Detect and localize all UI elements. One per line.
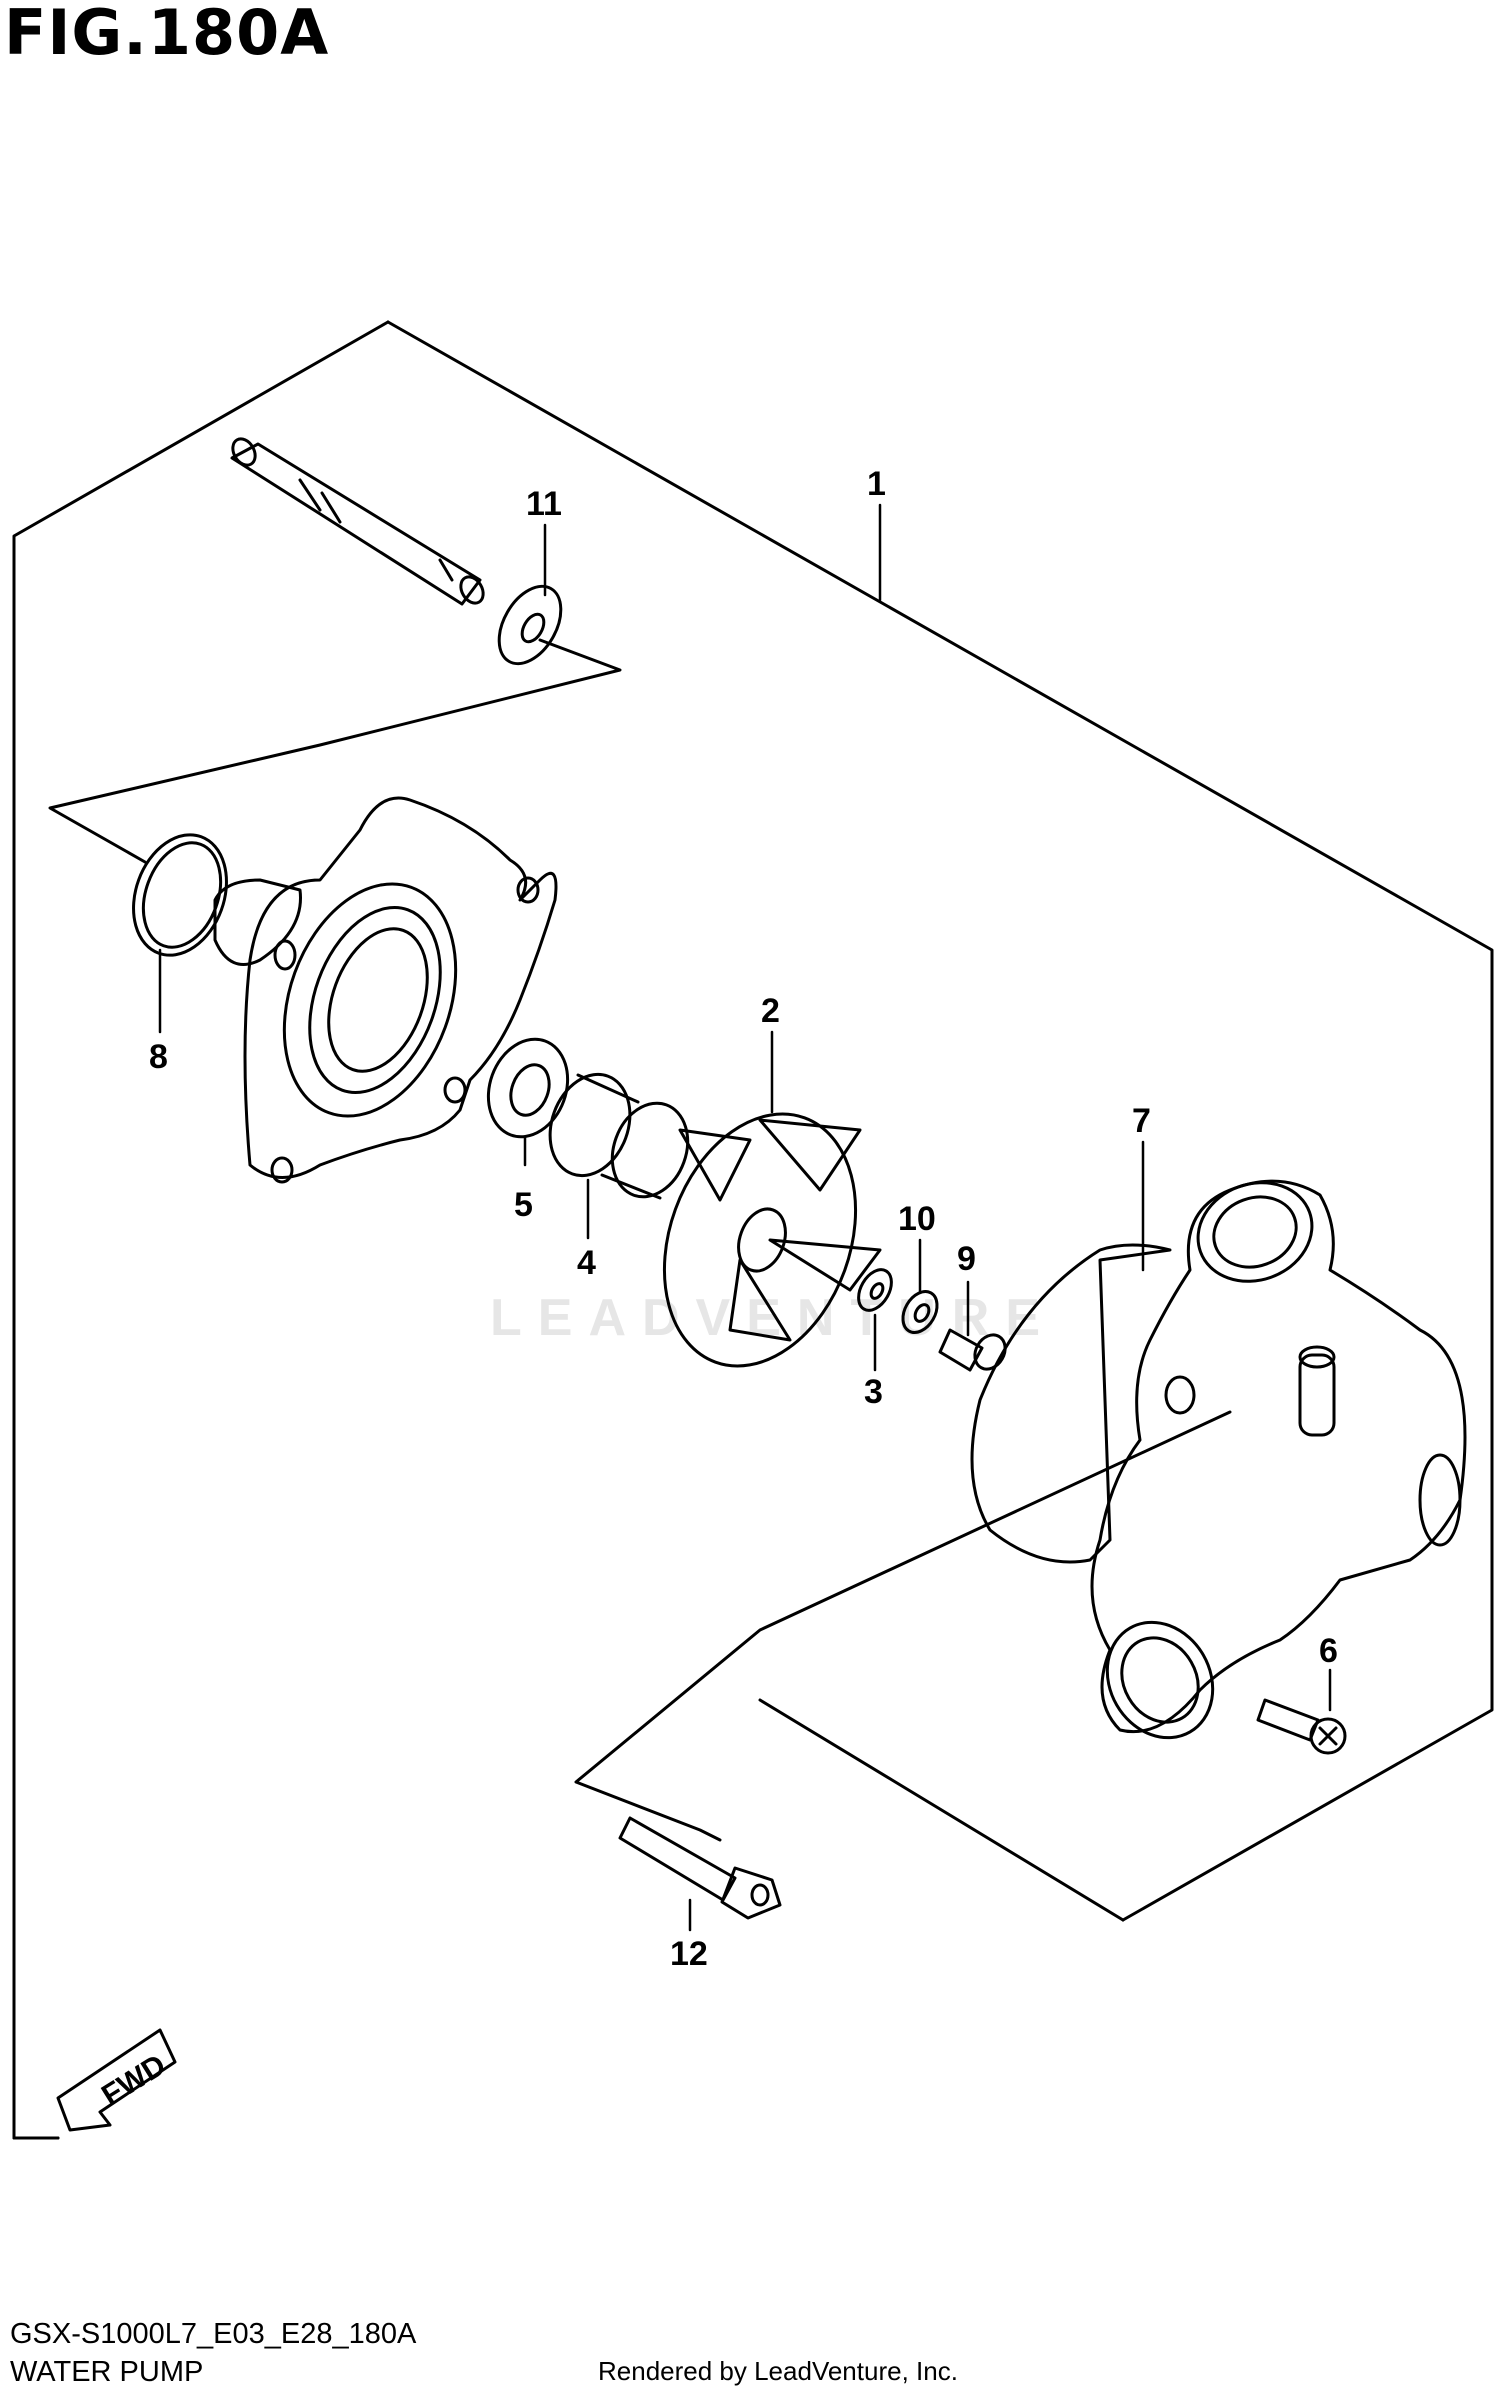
impeller bbox=[662, 1112, 882, 1368]
render-credit: Rendered by LeadVenture, Inc. bbox=[598, 2356, 958, 2386]
figure-code: GSX-S1000L7_E03_E28_180A bbox=[10, 2318, 417, 2350]
callout-leaders bbox=[158, 503, 1332, 1932]
o-ring bbox=[132, 833, 228, 957]
callout-9: 9 bbox=[957, 1240, 976, 1278]
long-bolt bbox=[618, 1816, 782, 1920]
pump-bearing bbox=[486, 1037, 570, 1139]
assembly-outline bbox=[12, 320, 1494, 2140]
pump-cover bbox=[1090, 1179, 1467, 1740]
impeller-washer bbox=[857, 1268, 893, 1312]
callout-6: 6 bbox=[1319, 1632, 1338, 1670]
shaft-washer bbox=[497, 584, 563, 666]
callout-4: 4 bbox=[577, 1244, 596, 1282]
callout-5: 5 bbox=[514, 1186, 533, 1224]
figure-title: FIG.180A bbox=[4, 0, 330, 69]
figure-name: WATER PUMP bbox=[10, 2356, 204, 2388]
mechanical-seal bbox=[548, 1072, 690, 1200]
callout-1: 1 bbox=[867, 465, 886, 503]
seal-washer bbox=[901, 1290, 939, 1334]
cover-bolt bbox=[1256, 1698, 1347, 1755]
callout-7: 7 bbox=[1132, 1102, 1151, 1140]
callout-11: 11 bbox=[526, 485, 562, 523]
forward-direction-arrow: FWD bbox=[56, 2028, 177, 2132]
pump-case bbox=[213, 796, 558, 1184]
impeller-bolt bbox=[938, 1328, 1007, 1372]
callout-3: 3 bbox=[864, 1373, 883, 1411]
callouts: 1 2 3 4 5 6 7 8 9 10 11 12 bbox=[149, 465, 1338, 1973]
callout-10: 10 bbox=[898, 1200, 936, 1238]
pump-shaft bbox=[230, 437, 485, 606]
fwd-label: FWD bbox=[96, 2048, 171, 2112]
callout-12: 12 bbox=[670, 1935, 708, 1973]
callout-8: 8 bbox=[149, 1038, 168, 1076]
pump-cover-gasket bbox=[970, 1243, 1172, 1564]
callout-2: 2 bbox=[761, 992, 780, 1030]
